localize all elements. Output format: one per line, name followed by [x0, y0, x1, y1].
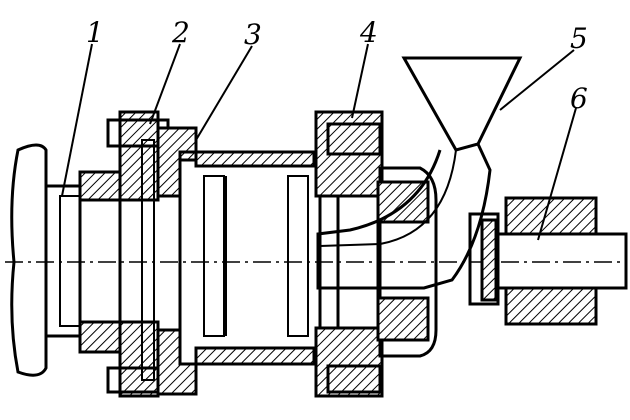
flange-4-bolt-bottom	[326, 364, 382, 394]
leader-1	[61, 43, 93, 197]
callout-3: 3	[244, 18, 262, 51]
left-flare-end	[10, 143, 48, 377]
hopper-funnel	[401, 56, 523, 152]
left-socket-inner	[59, 195, 81, 327]
leader-2	[149, 43, 181, 125]
flange-2-gap	[141, 139, 155, 381]
ring-3-upper	[156, 126, 198, 198]
flange-2-lower	[118, 320, 160, 398]
callout-4: 4	[359, 16, 378, 49]
cylinder-outer	[178, 150, 322, 366]
left-pipe-socket	[44, 184, 82, 338]
bearing-housing	[378, 166, 438, 358]
callout-5: 5	[570, 22, 588, 55]
cylinder-wall-top	[194, 150, 316, 168]
cylinder-inner-ring-a	[203, 175, 225, 337]
left-collar-body	[78, 198, 122, 324]
left-collar-bottom	[78, 320, 122, 354]
hopper-neck	[316, 143, 492, 290]
left-collar-top	[78, 170, 122, 202]
nut-6-upper	[504, 196, 598, 236]
callout-6: 6	[570, 82, 588, 115]
leader-6	[537, 107, 577, 241]
flange-4-core	[336, 194, 380, 330]
hopper-inner	[319, 149, 457, 247]
leader-4	[351, 43, 369, 119]
right-cup-wall	[480, 218, 498, 302]
flange-4-lower	[314, 326, 384, 398]
flange-2-upper	[118, 110, 160, 202]
leader-3	[195, 45, 253, 141]
bearing-bottom	[376, 296, 430, 342]
cylinder-wall-bottom	[194, 346, 316, 366]
callout-2: 2	[171, 16, 190, 49]
ring-3-lower	[156, 328, 198, 396]
callout-1: 1	[86, 16, 104, 49]
flange-4-bolt-top	[326, 122, 382, 156]
nut-6-lower	[504, 286, 598, 326]
cylinder-inner-ring-b	[287, 175, 309, 337]
leader-5	[499, 49, 575, 111]
shaft-6	[496, 232, 628, 290]
